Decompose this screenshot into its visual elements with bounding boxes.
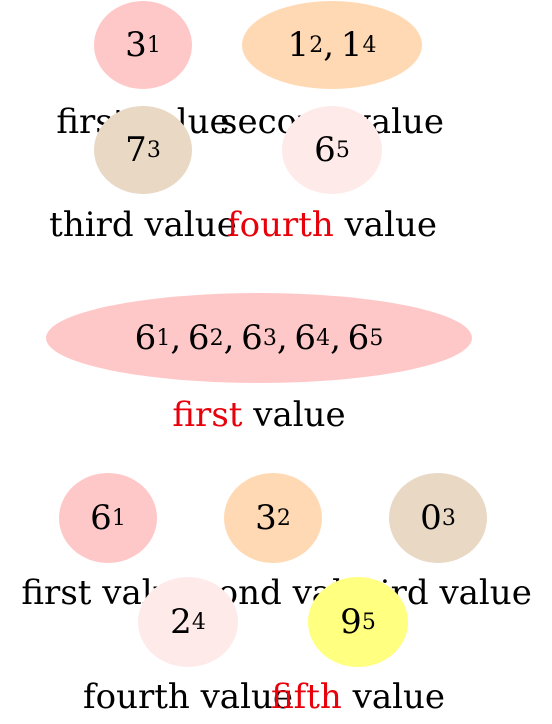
term-separator: , xyxy=(330,318,348,358)
label-text: value xyxy=(242,395,346,435)
value-label: third value xyxy=(49,208,237,242)
value-label: fourth value xyxy=(227,208,437,242)
term-separator: , xyxy=(223,318,242,358)
term-index: 4 xyxy=(191,609,206,635)
term-index: 2 xyxy=(309,32,324,58)
term-index: 3 xyxy=(146,137,161,163)
label-text: third value xyxy=(49,205,237,245)
term-separator: , xyxy=(323,25,341,65)
label-text: value xyxy=(341,677,446,717)
value-label: fifth value xyxy=(271,680,445,714)
term-index: 2 xyxy=(209,325,224,351)
term-index: 2 xyxy=(276,505,291,531)
term-index: 1 xyxy=(156,325,171,351)
label-text: value xyxy=(333,205,437,245)
term-value: 1 xyxy=(340,25,363,65)
term-value: 3 xyxy=(255,498,277,538)
term-value: 2 xyxy=(170,602,192,642)
term-value: 3 xyxy=(125,25,147,65)
term-value: 6 xyxy=(314,130,336,170)
term-index: 4 xyxy=(316,325,331,351)
value-label: first value xyxy=(172,398,345,432)
term-separator: , xyxy=(170,318,188,358)
label-text: fourth value xyxy=(83,677,293,717)
term-separator: , xyxy=(276,318,295,358)
term-index: 5 xyxy=(335,137,350,163)
value-label: fourth value xyxy=(83,680,293,714)
term-index: 1 xyxy=(146,32,161,58)
term-value: 6 xyxy=(294,318,317,358)
term-value: 0 xyxy=(420,498,442,538)
label-highlight: fifth xyxy=(270,677,342,717)
term-index: 1 xyxy=(111,505,126,531)
term-index: 5 xyxy=(361,609,376,635)
label-highlight: first xyxy=(172,395,243,435)
term-value: 9 xyxy=(340,602,362,642)
term-index: 3 xyxy=(441,505,456,531)
term-value: 6 xyxy=(134,318,157,358)
term-index: 5 xyxy=(369,325,384,351)
term-value: 6 xyxy=(241,318,263,358)
term-value: 6 xyxy=(90,498,112,538)
term-value: 6 xyxy=(187,318,210,358)
term-value: 1 xyxy=(287,25,310,65)
term-index: 4 xyxy=(362,32,377,58)
term-value: 7 xyxy=(125,130,147,170)
term-index: 3 xyxy=(262,325,277,351)
label-highlight: fourth xyxy=(227,205,334,245)
term-value: 6 xyxy=(347,318,370,358)
